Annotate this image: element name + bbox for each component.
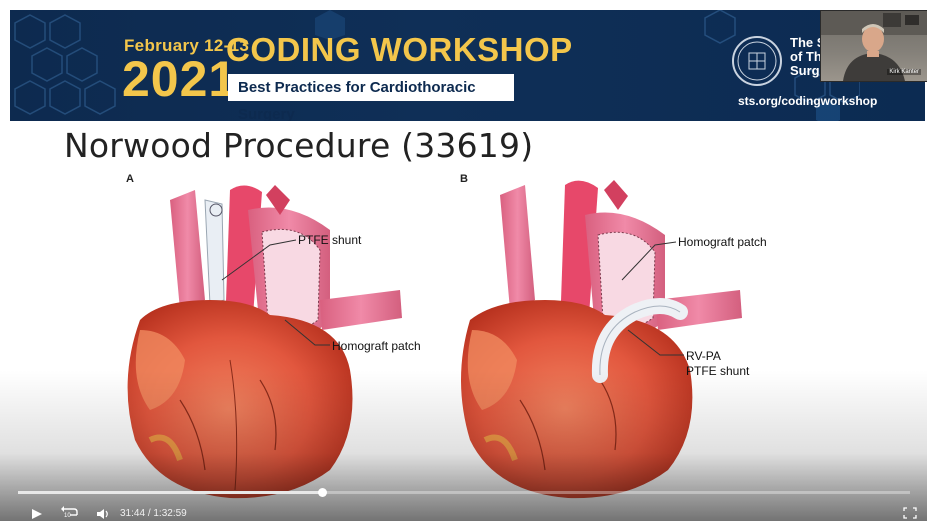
player-controls-shade xyxy=(0,370,927,521)
total-duration: 1:32:59 xyxy=(153,508,186,519)
playback-time: 31:44 / 1:32:59 xyxy=(120,508,187,519)
figure-b-label: B xyxy=(460,173,468,185)
progress-fill xyxy=(18,491,322,494)
figure-a-label: A xyxy=(126,173,134,185)
skip-seconds-label: 10 xyxy=(64,513,71,519)
volume-icon[interactable] xyxy=(96,508,110,520)
callout-ptfe-shunt-a: PTFE shunt xyxy=(298,233,361,247)
callout-homograft-patch-a: Homograft patch xyxy=(332,339,421,353)
fullscreen-icon[interactable] xyxy=(903,507,917,519)
callout-homograft-patch-b: Homograft patch xyxy=(678,235,767,249)
play-icon[interactable] xyxy=(30,508,44,520)
current-time: 31:44 xyxy=(120,508,145,519)
callout-rv-pa: RV-PA xyxy=(686,349,721,363)
time-separator: / xyxy=(148,508,151,519)
progress-bar[interactable] xyxy=(18,491,910,494)
